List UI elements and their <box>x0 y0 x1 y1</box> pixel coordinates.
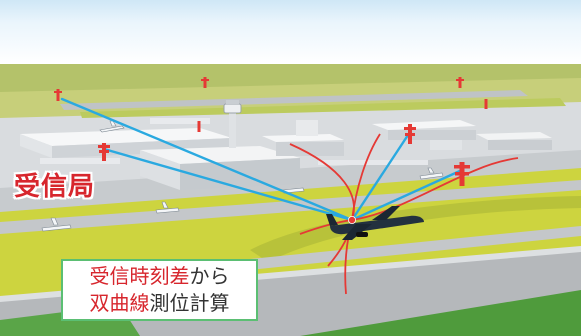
signal-line <box>60 97 354 222</box>
signal-line <box>350 130 412 222</box>
caption-text: 測位計算 <box>149 291 230 315</box>
caption-text: から <box>189 264 230 288</box>
antenna-icon <box>201 77 209 88</box>
terminal-main-roof <box>140 146 300 164</box>
control-tower-icon <box>223 100 242 148</box>
terminal-left-roof <box>20 128 232 146</box>
antenna-icon <box>484 99 488 109</box>
caption-box: 受信時刻差から 双曲線測位計算 <box>61 259 258 321</box>
caption-line-1: 受信時刻差から <box>90 263 230 290</box>
terminal-far-right-face <box>488 140 552 150</box>
antenna-icon <box>404 124 416 144</box>
caption-highlight: 双曲線 <box>89 291 150 315</box>
antenna-icon <box>197 121 201 132</box>
aircraft-icon <box>326 206 424 240</box>
terminal-right-roof <box>372 120 476 130</box>
terminal-left-front <box>20 134 52 158</box>
signal-lines <box>60 97 464 222</box>
terminal-left-face <box>52 138 232 158</box>
terminal-center-roof <box>262 134 344 142</box>
terminal-main-side <box>140 150 180 190</box>
aircraft-icon <box>419 167 444 180</box>
signal-line <box>350 168 464 222</box>
antenna-icon <box>98 143 110 161</box>
far-taxiway <box>60 90 528 110</box>
signal-line <box>102 147 354 222</box>
taxiway <box>0 180 581 234</box>
pier <box>150 118 210 124</box>
far-grass-strip <box>80 98 566 118</box>
foreground-grass <box>300 290 581 336</box>
receiver-station-label: 受信局 <box>14 172 96 202</box>
sky <box>0 0 581 64</box>
antenna-icon <box>54 89 62 101</box>
terminal-buildings <box>20 118 552 190</box>
caption-line-2: 双曲線測位計算 <box>90 290 230 317</box>
pier <box>40 158 120 164</box>
terminal-right-face <box>388 130 476 140</box>
hangar <box>296 120 318 136</box>
pier <box>318 160 428 165</box>
aircraft-icon <box>155 201 180 214</box>
aircraft-icon <box>41 217 72 232</box>
position-marker <box>347 215 356 224</box>
terminal-far-right-roof <box>476 132 552 140</box>
antenna-icon <box>454 162 470 186</box>
small-building <box>430 140 462 150</box>
taxiway <box>220 226 581 272</box>
caption-highlight: 受信時刻差 <box>89 264 190 288</box>
antenna-icon <box>456 77 464 88</box>
